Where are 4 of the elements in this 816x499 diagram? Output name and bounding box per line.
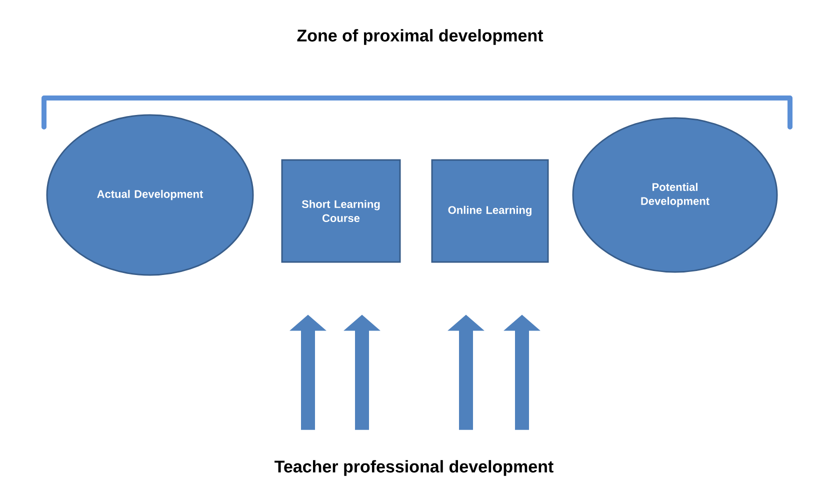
learning-box: Online Learning (431, 159, 549, 263)
title: Zone of proximal development (297, 29, 544, 45)
learning-box: Short Learning Course (281, 159, 401, 263)
bottom-heading: Teacher professional development (274, 460, 554, 476)
